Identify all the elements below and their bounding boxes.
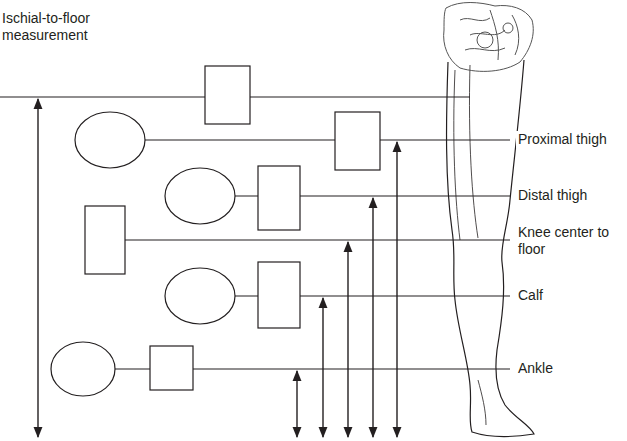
level-label: Calf [516, 287, 545, 304]
blank-box [258, 166, 300, 230]
blank-oval [165, 168, 235, 224]
dimension-arrows [38, 99, 397, 437]
blank-oval [51, 342, 115, 396]
pelvis-sketch [444, 3, 534, 72]
level-label: Knee center to floor [516, 224, 620, 258]
level-label: Distal thigh [516, 187, 589, 204]
blank-box [258, 262, 300, 328]
blank-box [335, 112, 380, 170]
level-label: Ankle [516, 360, 555, 377]
blank-oval [165, 268, 235, 324]
blank-oval [75, 112, 145, 168]
measurement-lines [0, 66, 510, 396]
blank-box [150, 346, 193, 390]
measurement-label: Ischial-to-floor measurement [0, 10, 139, 44]
blank-box [85, 206, 125, 274]
blank-box [205, 66, 250, 124]
level-label: Proximal thigh [516, 131, 609, 148]
